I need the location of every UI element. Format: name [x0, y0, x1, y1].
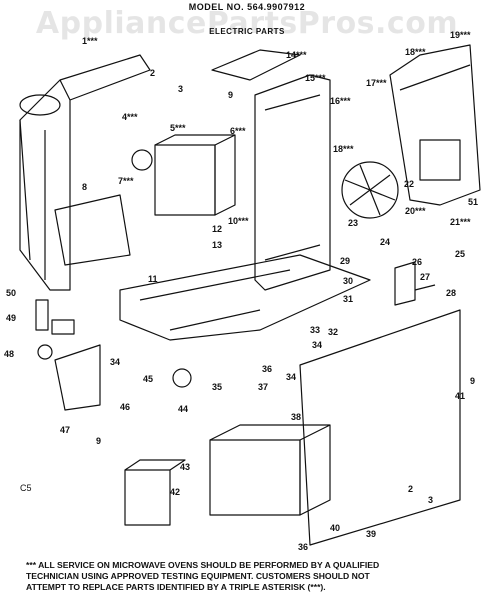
- callout-9-triple: 51: [468, 197, 478, 207]
- callout-48: 47: [60, 425, 70, 435]
- inner-panel: [254, 74, 331, 291]
- callout-46: 45: [143, 374, 153, 384]
- callout-37a: 36: [262, 364, 272, 374]
- callout-34: 34: [312, 340, 322, 350]
- callout-6: 6***: [230, 126, 246, 136]
- callout-51: 50: [6, 288, 16, 298]
- callout-4: 4***: [122, 112, 138, 122]
- fan-bracket: [389, 44, 481, 206]
- callout-50: 49: [6, 313, 16, 323]
- callout-8: 8: [82, 182, 87, 192]
- callout-39: 38: [291, 412, 301, 422]
- callout-32: 32: [328, 327, 338, 337]
- callout-18a: 18***: [405, 47, 426, 57]
- callout-21: 21***: [450, 217, 471, 227]
- callout-labels: 1*** 2 3 4*** 5*** 6*** 7*** 8 9 10*** 1…: [4, 30, 478, 552]
- callout-7: 7***: [118, 176, 134, 186]
- base-plate: [119, 254, 371, 341]
- fan-opening: [19, 94, 61, 116]
- callout-22: 22: [404, 179, 414, 189]
- callout-29: 29: [340, 256, 350, 266]
- callout-17: 17***: [366, 78, 387, 88]
- callout-44: 43: [180, 462, 190, 472]
- fuse-holder: [37, 344, 53, 360]
- relay: [394, 261, 416, 306]
- callout-31: 31: [343, 294, 353, 304]
- callout-35b: 34: [286, 372, 296, 382]
- callout-19: 19***: [450, 30, 471, 40]
- vent-bracket: [19, 54, 151, 291]
- warning-line-2: TECHNICIAN USING APPROVED TESTING EQUIPM…: [26, 571, 370, 581]
- callout-47: 46: [120, 402, 130, 412]
- callout-18b: 18***: [333, 144, 354, 154]
- callout-14: 14***: [286, 50, 307, 60]
- callout-33: 33: [310, 325, 320, 335]
- gasket: [131, 149, 153, 171]
- capacitor: [124, 469, 171, 526]
- callout-49: 48: [4, 349, 14, 359]
- callout-24: 24: [380, 237, 390, 247]
- callout-10: 10***: [228, 216, 249, 226]
- callout-16: 16***: [330, 96, 351, 106]
- watermark: AppliancePartsPros.com: [35, 6, 459, 41]
- callout-43: 42: [170, 487, 180, 497]
- callout-26: 26: [412, 257, 422, 267]
- callout-5: 5***: [170, 123, 186, 133]
- callout-28: 28: [446, 288, 456, 298]
- callout-9b: 9: [96, 436, 101, 446]
- callout-9: 9: [228, 90, 233, 100]
- callout-11: 11: [148, 274, 158, 284]
- callout-36: 35: [212, 382, 222, 392]
- callout-2b: 2: [408, 484, 413, 494]
- section-title: ELECTRIC PARTS: [209, 27, 285, 36]
- waveguide: [54, 194, 131, 266]
- callout-45: 44: [178, 404, 188, 414]
- top-cover: [211, 49, 301, 81]
- callout-2: 2: [150, 68, 155, 78]
- callout-25: 25: [455, 249, 465, 259]
- callout-15: 15***: [305, 73, 326, 83]
- callout-20: 20***: [405, 206, 426, 216]
- callout-42: 41: [455, 391, 465, 401]
- callout-9c: 9: [470, 376, 475, 386]
- callout-3b: 3: [428, 495, 433, 505]
- transformer: [209, 439, 301, 516]
- callout-27: 27: [420, 272, 430, 282]
- callout-37b: 36: [298, 542, 308, 552]
- thermal-cutout: [35, 299, 49, 331]
- callout-38: 37: [258, 382, 268, 392]
- callout-23: 23: [348, 218, 358, 228]
- callout-35a: 34: [110, 357, 120, 367]
- fuse: [414, 284, 436, 291]
- side-panel: [299, 309, 461, 546]
- callout-13: 13: [212, 240, 222, 250]
- callout-12: 12: [212, 224, 222, 234]
- callout-30: 30: [343, 276, 353, 286]
- warning-line-1: *** ALL SERVICE ON MICROWAVE OVENS SHOUL…: [26, 560, 380, 570]
- warning-line-3: ATTEMPT TO REPLACE PARTS IDENTIFIED BY A…: [26, 582, 326, 592]
- callout-1: 1***: [82, 36, 98, 46]
- magnetron: [154, 144, 216, 216]
- fuse-label: [51, 319, 75, 335]
- model-number: MODEL NO. 564.9907912: [188, 2, 306, 12]
- callout-41: 40: [330, 523, 340, 533]
- diagram-code: C5: [20, 483, 32, 493]
- fan-motor: [419, 139, 461, 181]
- callout-40: 39: [366, 529, 376, 539]
- callout-3: 3: [178, 84, 183, 94]
- fan-blade: [341, 161, 399, 219]
- service-warning: *** ALL SERVICE ON MICROWAVE OVENS SHOUL…: [26, 560, 486, 593]
- foot: [172, 368, 192, 388]
- mount-bracket: [54, 344, 101, 411]
